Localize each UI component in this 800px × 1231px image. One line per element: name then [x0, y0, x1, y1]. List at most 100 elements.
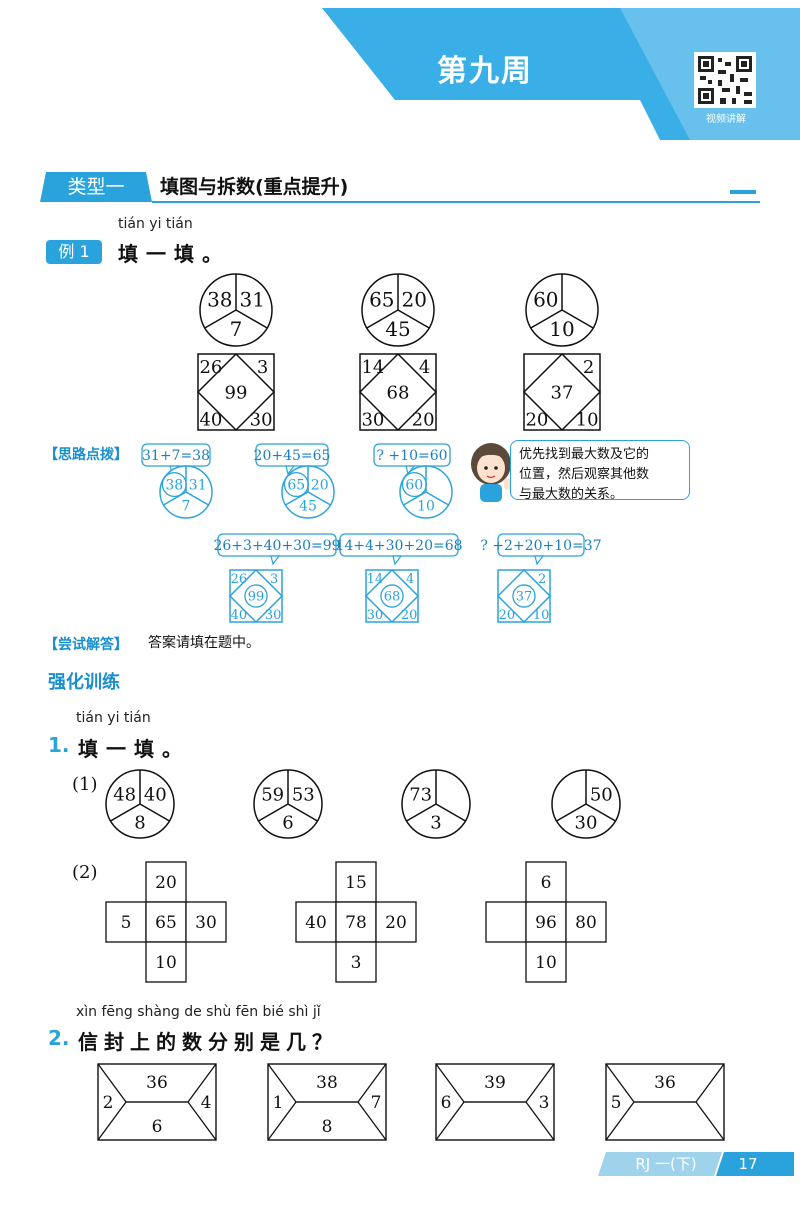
corner-top-left: 14: [361, 357, 384, 378]
formula-text: 14+4+30+20=68: [335, 538, 462, 554]
envelope-right: 7: [371, 1093, 382, 1113]
week-title: 第九周: [437, 54, 533, 89]
formula-bubble: 26+3+40+30=99: [213, 533, 341, 566]
corner-bottom-right: 20: [412, 409, 435, 430]
envelope-right: 3: [539, 1093, 550, 1113]
divider: [258, 803, 289, 822]
cross-cell: [375, 901, 417, 943]
answer-label: 【尝试解答】: [44, 637, 128, 653]
example-pinyin: tián yi tián: [118, 216, 193, 232]
value-ring-icon: [161, 471, 187, 498]
answer-text: 答案请填在题中。: [148, 635, 260, 651]
corner-bottom-left: 20: [525, 409, 548, 430]
cross-bottom: 10: [155, 953, 177, 973]
circle-bottom: 10: [549, 317, 574, 341]
divider: [530, 309, 563, 329]
circle-top-left: 60: [533, 287, 558, 311]
cross-cell: [485, 901, 527, 943]
circle-bottom: 8: [134, 812, 145, 833]
corner-top-right: 2: [583, 357, 594, 378]
diamond-center: 99: [248, 590, 265, 605]
cross-top: 15: [345, 873, 367, 893]
value-ring-icon: [512, 584, 536, 608]
page-number: 17: [738, 1155, 758, 1173]
divider: [204, 309, 237, 329]
diamond-outline: [228, 568, 284, 624]
corner-bottom-left: 30: [361, 409, 384, 430]
circle-top-right: 40: [144, 785, 167, 806]
value-ring-icon: [401, 471, 427, 498]
value-ring-icon: [283, 471, 309, 498]
circle-top-left: 38: [165, 477, 183, 493]
cross-grid: 20 5 65 30 10: [105, 861, 227, 983]
envelope-top: 38: [316, 1073, 338, 1093]
corner-bottom-right: 30: [250, 409, 273, 430]
circle-top-left: 60: [405, 477, 423, 493]
divider: [425, 491, 449, 506]
cross-cell: [335, 901, 377, 943]
cross-bottom: 10: [535, 953, 557, 973]
cross-cell: [335, 941, 377, 983]
diamond-center: 99: [225, 382, 248, 403]
cross-right: 20: [385, 913, 407, 933]
envelope-right: 4: [201, 1093, 212, 1113]
envelope-bottom: 8: [322, 1117, 333, 1137]
q2-title: 信封上的数分别是几？: [78, 1030, 338, 1054]
corner-bottom-right: 30: [265, 608, 282, 623]
cross-cell: [525, 941, 567, 983]
cross-cell: [295, 901, 337, 943]
envelope-flap: [435, 1101, 555, 1141]
divider: [185, 491, 209, 506]
cross-center: 96: [535, 913, 557, 933]
cross-cell: [145, 861, 187, 903]
corner-bottom-left: 20: [499, 608, 516, 623]
example-title: 填一填。: [118, 242, 230, 266]
cross-right: 30: [195, 913, 217, 933]
divider: [585, 803, 616, 822]
q1-title: 填一填。: [78, 737, 190, 761]
circle-top-right: 31: [189, 477, 207, 493]
cross-bottom: 3: [351, 953, 362, 973]
tip-line: 优先找到最大数及它的: [519, 447, 650, 462]
formula-text: 26+3+40+30=99: [213, 538, 340, 554]
envelope-top: 36: [146, 1073, 168, 1093]
corner-bottom-right: 10: [533, 608, 550, 623]
cross-left: 5: [121, 913, 132, 933]
cross-cell: [145, 941, 187, 983]
cross-center: 65: [155, 913, 177, 933]
envelope-flap: [97, 1101, 217, 1141]
circle-top-right: 50: [590, 785, 613, 806]
type-title: 填图与拆数(重点提升): [160, 176, 349, 198]
circle-top-left: 59: [261, 785, 284, 806]
value-ring-icon: [380, 584, 404, 608]
cross-left: 40: [305, 913, 327, 933]
divider: [435, 803, 466, 822]
corner-top-right: 4: [406, 572, 414, 587]
corner-bottom-left: 40: [199, 409, 222, 430]
square-outline: [229, 569, 283, 623]
envelope-bottom: 6: [152, 1117, 163, 1137]
cross-top: 20: [155, 873, 177, 893]
cross-cell: [525, 901, 567, 943]
envelope: 365: [605, 1063, 725, 1141]
envelope-left: 2: [103, 1093, 114, 1113]
qr-label: 视频讲解: [706, 114, 746, 125]
cross-cell: [105, 901, 147, 943]
divider: [139, 803, 170, 822]
girl-avatar: [471, 443, 511, 502]
diamond-center: 68: [384, 590, 401, 605]
circle-top-left: 65: [369, 287, 394, 311]
corner-top-right: 3: [257, 357, 268, 378]
divider: [235, 309, 268, 329]
circle-top-right: 53: [292, 785, 315, 806]
formula-bubble: 14+4+30+20=68: [335, 533, 463, 566]
